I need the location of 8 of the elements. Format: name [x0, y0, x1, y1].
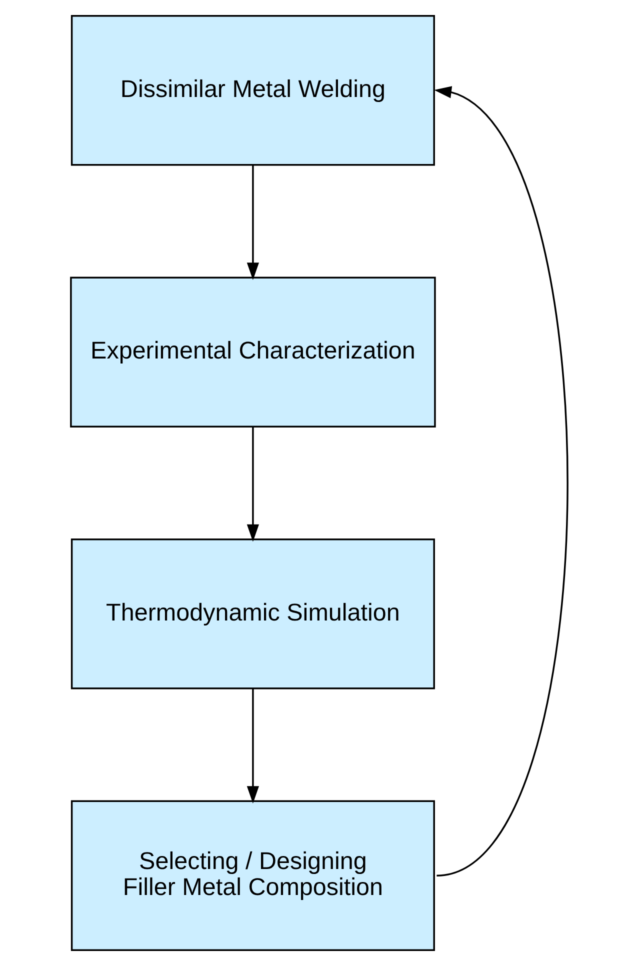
- arrow: [246, 688, 259, 804]
- arrow: [246, 427, 259, 542]
- arrow: [434, 86, 568, 876]
- node-box: Dissimilar Metal Welding: [70, 14, 434, 166]
- node-box: Thermodynamic Simulation: [70, 538, 434, 690]
- node-box: Selecting / Designing Filler Metal Composition: [70, 800, 434, 952]
- arrow: [246, 165, 259, 280]
- node-box: Experimental Characterization: [70, 276, 436, 428]
